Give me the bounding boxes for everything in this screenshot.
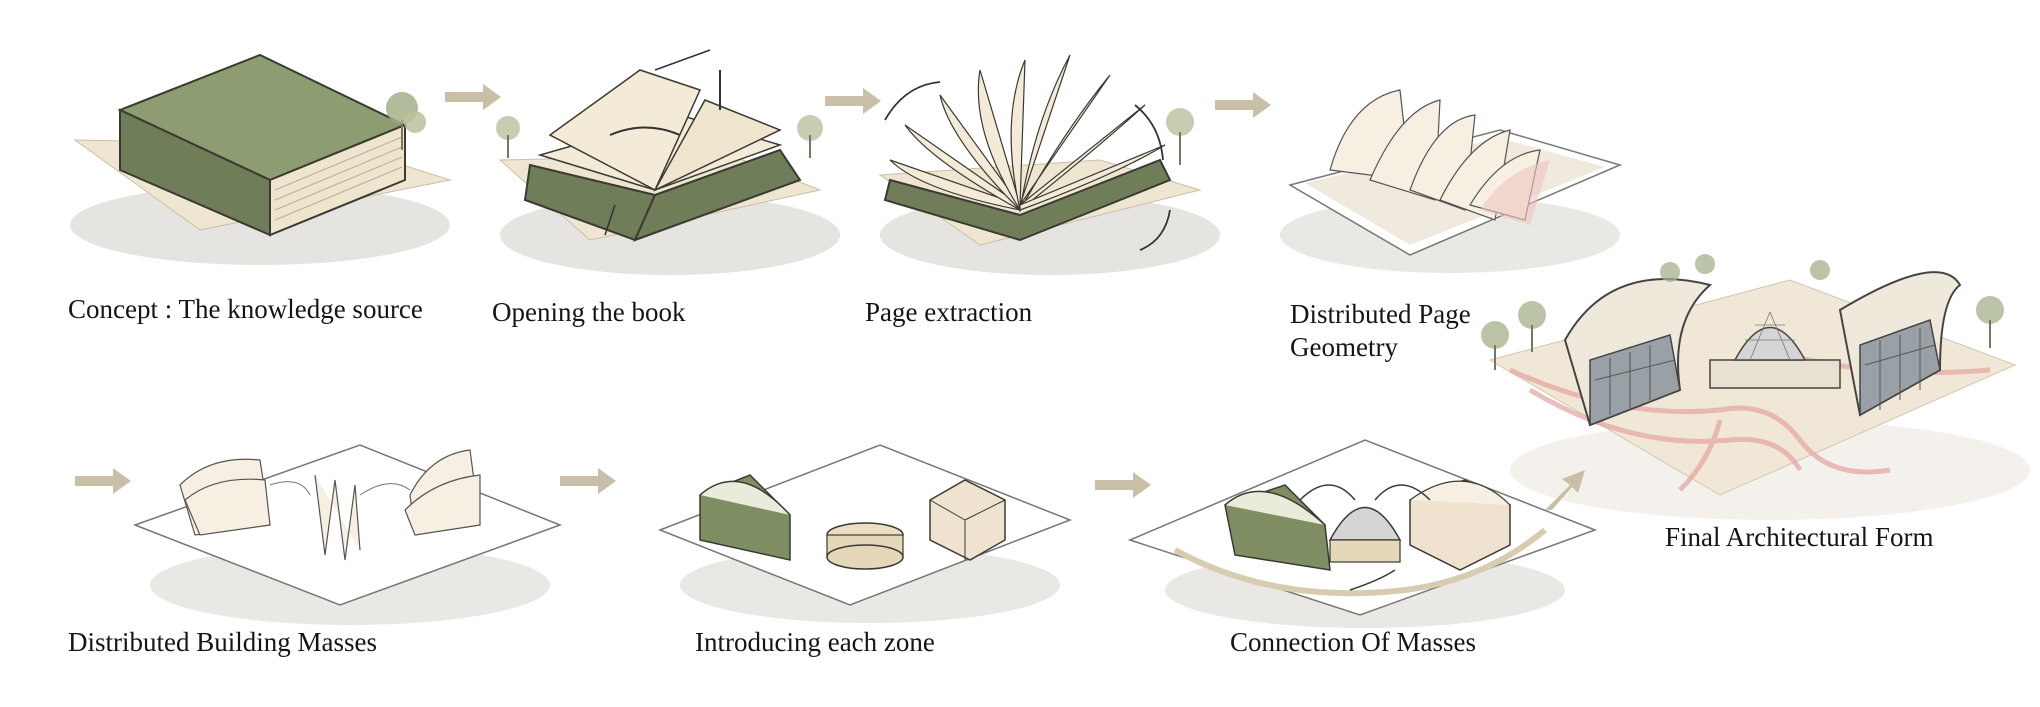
step-distributed-page-geometry: Distributed Page Geometry: [1260, 60, 1630, 362]
step-label: Final Architectural Form: [1665, 522, 1934, 552]
step-concept: Concept : The knowledge source: [30, 30, 460, 324]
tree-icon: [1166, 108, 1194, 165]
step-page-extraction: Page extraction: [860, 40, 1220, 327]
opening-book-illustration: [496, 49, 840, 275]
step-opening-book: Opening the book: [480, 40, 840, 327]
step-distributed-building-masses: Distributed Building Masses: [60, 425, 580, 665]
flow-arrow-icon: [75, 466, 135, 501]
tree-icon: [386, 92, 426, 150]
step-label-line2: Geometry: [1290, 332, 1398, 362]
final-building-illustration: [1481, 254, 2030, 520]
flow-arrow-icon: [825, 86, 885, 121]
step-connection-of-masses: Connection Of Masses: [1125, 430, 1605, 665]
closed-book-illustration: [70, 53, 452, 265]
step-label: Distributed Building Masses: [68, 627, 377, 657]
zones-illustration: [657, 444, 1073, 623]
connected-masses-illustration: [1127, 439, 1598, 628]
step-label-line1: Distributed Page: [1290, 299, 1471, 329]
step-label: Page extraction: [865, 297, 1033, 327]
step-label: Opening the book: [492, 297, 686, 327]
distributed-pages-illustration: [1280, 89, 1623, 273]
flow-arrow-icon: [1540, 465, 1590, 520]
flow-arrow-icon: [445, 82, 505, 117]
flow-arrow-icon: [1215, 90, 1275, 125]
tree-icon: [1481, 254, 2004, 370]
fanned-pages-illustration: [878, 54, 1220, 275]
step-label: Connection Of Masses: [1230, 627, 1476, 657]
geodesic-dome: [1709, 311, 1841, 389]
step-label: Concept : The knowledge source: [68, 294, 423, 324]
tree-icon: [496, 115, 823, 158]
building-masses-illustration: [132, 444, 563, 625]
flow-arrow-icon: [560, 466, 620, 501]
flow-arrow-icon: [1095, 470, 1155, 505]
step-final-architectural-form: Final Architectural Form: [1470, 240, 2030, 570]
step-introducing-zones: Introducing each zone: [640, 425, 1080, 665]
step-label: Introducing each zone: [695, 627, 935, 657]
